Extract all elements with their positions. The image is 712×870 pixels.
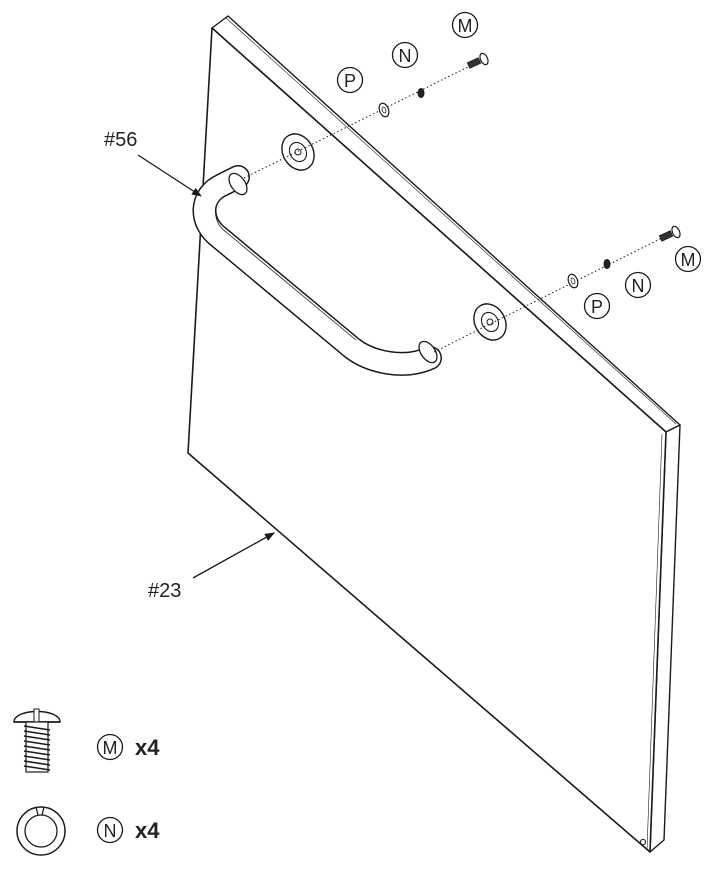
- callout-upper-n-letter: N: [399, 46, 412, 66]
- callout-lower-m: M: [674, 245, 702, 273]
- lower-assembly-line: [433, 237, 663, 353]
- lower-flat-washer: [567, 273, 579, 289]
- legend-washer-letter: N: [104, 821, 117, 841]
- lower-screw: [658, 225, 681, 242]
- handle-leader-arrow: [137, 154, 202, 197]
- door-leader-arrow: [192, 532, 275, 579]
- door-part-label: #23: [148, 580, 181, 602]
- handle-part-label: #56: [104, 129, 137, 151]
- lock-washer-icon: [16, 806, 66, 856]
- upper-screw: [466, 52, 489, 69]
- callout-upper-n: N: [391, 41, 419, 69]
- lower-mount-boss: [473, 303, 507, 341]
- callout-lower-m-letter: M: [681, 250, 696, 270]
- upper-hardware: [378, 52, 489, 118]
- callout-lower-n: N: [624, 271, 652, 299]
- upper-flat-washer: [378, 102, 390, 118]
- callout-upper-m: M: [451, 11, 479, 39]
- callout-upper-m-letter: M: [458, 16, 473, 36]
- callout-lower-p: P: [583, 292, 611, 320]
- legend-screw-letter: M: [103, 738, 118, 758]
- upper-mount-boss: [281, 133, 315, 171]
- legend-washer-callout: [96, 816, 124, 844]
- assembly-lines: [243, 65, 663, 353]
- callout-upper-p-letter: P: [344, 71, 356, 91]
- lower-hardware: [567, 225, 681, 289]
- legend-washer: N x4: [16, 806, 160, 856]
- callout-lower-p-letter: P: [591, 297, 603, 317]
- door-front-face: [187, 27, 667, 853]
- legend-screw-qty: x4: [135, 735, 160, 760]
- callout-lower-n-letter: N: [632, 276, 645, 296]
- door-panel: [187, 15, 681, 853]
- callout-upper-p: P: [336, 66, 364, 94]
- legend-screw: M x4: [13, 708, 160, 773]
- door-handle: [192, 165, 442, 376]
- lower-lock-washer: [603, 259, 611, 269]
- door-part-label-group: #23: [148, 532, 275, 602]
- door-corner-hole: [639, 838, 647, 846]
- legend-washer-qty: x4: [135, 818, 160, 843]
- legend-screw-callout: [96, 733, 124, 761]
- screw-icon: [13, 708, 61, 773]
- upper-lock-washer: [417, 88, 425, 98]
- handle-part-label-group: #56: [104, 129, 202, 197]
